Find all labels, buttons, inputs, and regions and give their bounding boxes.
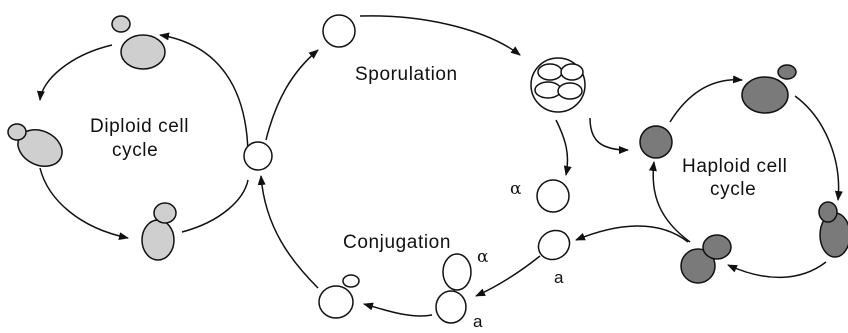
sporulation-arc-right xyxy=(359,15,521,56)
conjugation-label: Conjugation xyxy=(343,232,451,253)
haploid-cell-right xyxy=(818,201,848,258)
zygote-to-diploid-arc xyxy=(257,175,319,289)
sporulation-cell xyxy=(322,14,356,48)
mating-to-zygote-arc xyxy=(363,302,433,317)
sporulation-label: Sporulation xyxy=(355,64,458,85)
haploid-label-line2: cycle xyxy=(710,179,756,200)
alpha-spore-label: α xyxy=(510,179,522,199)
haploid-cell-top xyxy=(741,64,797,114)
haploid-arc-bottom xyxy=(727,261,827,279)
sporulation-arc-up xyxy=(265,49,319,141)
diploid-arc-bottom-right xyxy=(181,179,249,233)
diploid-cell-left xyxy=(7,123,63,167)
a-spore-to-mating-arc xyxy=(475,255,541,297)
ascus xyxy=(530,57,586,113)
a-spore-label: a xyxy=(554,268,564,287)
diploid-zygote-cell xyxy=(243,141,273,171)
haploid-arc-left xyxy=(648,161,691,243)
haploid-to-a-arc xyxy=(575,225,689,243)
diploid-label-line1: Diploid cell xyxy=(90,116,189,137)
mating-alpha-cell xyxy=(442,253,472,291)
ascus-to-haploid-arc xyxy=(589,117,629,154)
sporulation-path: Sporulation xyxy=(265,14,629,176)
diploid-label-line2: cycle xyxy=(112,140,158,161)
haploid-cell-bottom xyxy=(680,234,732,284)
diploid-arc-left-top xyxy=(36,44,113,101)
haploid-arc-top xyxy=(669,75,743,123)
diploid-cell-bottom xyxy=(141,202,177,261)
haploid-cell-left xyxy=(639,125,673,159)
mating-a-label: a xyxy=(473,312,483,331)
diploid-cycle: Diploid cell cycle xyxy=(7,15,249,261)
zygote-cell xyxy=(318,274,360,319)
conjugation-path: Conjugation α a xyxy=(257,175,541,331)
haploid-label-line1: Haploid cell xyxy=(682,156,787,177)
mating-a-cell xyxy=(435,290,467,324)
diploid-cell-top xyxy=(111,15,166,70)
a-spore-cell xyxy=(537,229,571,261)
alpha-spore-cell xyxy=(536,179,570,213)
ascus-to-alpha-arc xyxy=(555,119,572,176)
haploid-arc-right xyxy=(794,95,843,201)
haploid-cycle: Haploid cell cycle xyxy=(639,64,848,284)
diploid-arc-top xyxy=(159,32,249,159)
mating-alpha-label: α xyxy=(477,247,489,267)
diploid-arc-left-bottom xyxy=(39,167,129,241)
